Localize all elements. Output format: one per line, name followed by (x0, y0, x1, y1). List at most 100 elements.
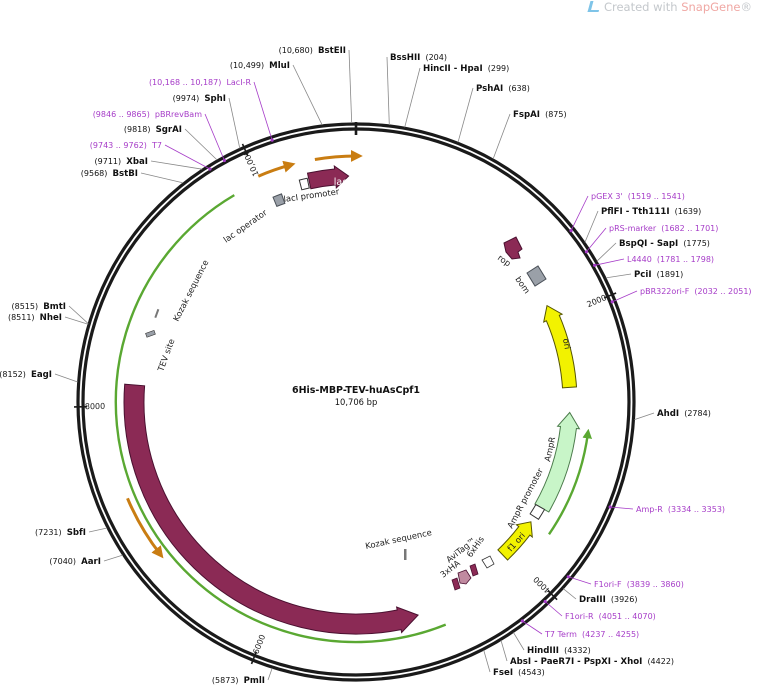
site-leader-bstbi (140, 172, 184, 184)
site-leader-pshai (457, 87, 474, 143)
ori-label: ori (561, 338, 573, 350)
primer-leader-f1ori-r (544, 601, 563, 617)
primer-leader-pbrrevbam (204, 113, 225, 161)
site-label-draiii[interactable]: DraIII (3926) (579, 587, 637, 606)
primer-label-f1ori-f[interactable]: F1ori-F (3839 .. 3860) (594, 572, 684, 591)
primer-label-pbr322ori-f[interactable]: pBR322ori-F (2032 .. 2051) (640, 279, 752, 298)
site-label-bsshii[interactable]: BssHII (204) (390, 45, 447, 64)
6xhis-tag-feature[interactable] (469, 563, 479, 577)
site-leader-xbai (150, 160, 203, 170)
site-label-sphi[interactable]: (9974) SphI (173, 86, 226, 105)
kozak-sequence-top-label: Kozak sequence (171, 258, 211, 323)
primer-label-pgex3[interactable]: pGEX 3' (1519 .. 1541) (591, 184, 685, 203)
kozak-sequence-bottom-feature[interactable] (404, 549, 407, 560)
watermark-brand: SnapGene (681, 0, 741, 14)
laci-promoter-direction-arrow (257, 160, 296, 178)
tick-label: 8000 (85, 402, 106, 411)
primer-leader-amp-r (610, 506, 634, 510)
site-leader-fsei (483, 649, 491, 673)
bom-feature[interactable] (526, 265, 547, 287)
site-label-absi[interactable]: AbsI - PaeR7I - PspXI - XhoI (4422) (510, 649, 674, 668)
ampr-promoter-feature[interactable] (529, 503, 546, 520)
site-label-nhei[interactable]: (8511) NheI (8, 305, 62, 324)
tev-site-feature[interactable] (145, 330, 156, 338)
primer-label-prs-marker[interactable]: pRS-marker (1682 .. 1701) (609, 216, 718, 235)
primer-marker-l4440 (593, 263, 597, 267)
site-label-pmli[interactable]: (5873) PmlI (212, 668, 265, 687)
tick-mark (241, 143, 249, 157)
laci-direction-arrow (314, 149, 363, 162)
ampr-direction-arrow (548, 428, 593, 535)
site-label-sgrai[interactable]: (9818) SgrAI (124, 117, 182, 136)
primer-leader-t7-term (522, 620, 543, 635)
kozak-sequence-top-feature[interactable] (154, 308, 160, 319)
site-label-eagi[interactable]: (8152) EagI (0, 362, 52, 381)
site-leader-pflfi (584, 210, 599, 243)
site-leader-aari (103, 554, 123, 562)
primer-label-laci-r[interactable]: (10,168 .. 10,187) LacI-R (149, 70, 252, 89)
lac-operator-feature[interactable] (272, 193, 286, 208)
site-label-aari[interactable]: (7040) AarI (49, 549, 101, 568)
ascpf1-feature-arrow[interactable] (123, 383, 419, 635)
primer-labels: (10,168 .. 10,187) LacI-R (9846 .. 9865)… (90, 70, 752, 641)
primer-label-pbrrevbam[interactable]: (9846 .. 9865) pBRrevBam (93, 102, 203, 121)
laci-feature-arrow[interactable] (306, 164, 350, 190)
laci-promoter-feature[interactable] (298, 177, 310, 191)
primer-lines (164, 81, 638, 635)
site-label-pcii[interactable]: PciI (1891) (634, 262, 683, 281)
tick-mark (603, 292, 617, 299)
site-label-xbai[interactable]: (9711) XbaI (95, 149, 148, 168)
site-leader-bmti (68, 305, 89, 324)
site-label-fsei[interactable]: FseI (4543) (493, 660, 545, 679)
site-label-bsteii[interactable]: (10,680) BstEII (279, 38, 346, 57)
site-label-bspqi[interactable]: BspQI - SapI (1775) (619, 231, 710, 250)
ampr-feature-arrow[interactable] (534, 411, 581, 513)
primer-leader-prs-marker (586, 227, 607, 253)
site-leader-sgrai (184, 128, 218, 161)
tag-linker-feature[interactable] (481, 555, 495, 569)
primer-leader-pgex3 (570, 195, 589, 231)
primer-marker-amp-r (608, 505, 612, 509)
plasmid-name: 6His-MBP-TEV-huAsCpf1 (292, 385, 420, 396)
f1-ori-feature-arrow[interactable] (497, 521, 533, 561)
site-label-hincii[interactable]: HincII - HpaI (299) (423, 56, 509, 75)
tick-label: 4000 (532, 575, 553, 596)
tev-site-label: TEV site (155, 337, 176, 373)
watermark-suffix: ® (740, 0, 753, 14)
primer-marker-pbr322ori-f (610, 300, 614, 304)
site-leader-sphi (228, 97, 241, 149)
site-label-bstbi[interactable]: (9568) BstBI (81, 161, 138, 180)
primer-label-t7[interactable]: (9743 .. 9762) T7 (90, 133, 162, 152)
ori-feature-arrow[interactable] (543, 304, 578, 389)
site-label-sbfi[interactable]: (7231) SbfI (35, 520, 86, 539)
primer-label-f1ori-r[interactable]: F1ori-R (4051 .. 4070) (565, 604, 656, 623)
primer-label-t7-term[interactable]: T7 Term (4237 .. 4255) (544, 622, 639, 641)
site-leader-sbfi (88, 527, 108, 533)
site-label-fspai[interactable]: FspAI (875) (513, 102, 567, 121)
primer-label-l4440[interactable]: L4440 (1781 .. 1798) (627, 247, 714, 266)
site-leader-mlui (292, 64, 323, 126)
primer-label-amp-r[interactable]: Amp-R (3334 .. 3353) (636, 497, 725, 516)
rop-feature-arrow[interactable] (503, 236, 523, 260)
primer-marker-prs-marker (584, 250, 589, 254)
restriction-site-labels: (10,680) BstEII (10,499) MluI (9974) Sph… (0, 38, 711, 687)
avitag-feature[interactable] (457, 569, 472, 585)
plasmid-size: 10,706 bp (335, 397, 378, 407)
3xha-tag-feature[interactable] (451, 577, 461, 591)
site-label-bmti[interactable]: (8515) BmtI (11, 294, 66, 313)
site-label-mlui[interactable]: (10,499) MluI (230, 53, 290, 72)
site-label-hindiii[interactable]: HindIII (4332) (527, 638, 591, 657)
site-label-pflfi[interactable]: PflFI - Tth111I (1639) (601, 199, 701, 218)
site-label-ahdi[interactable]: AhdI (2784) (657, 401, 711, 420)
tick-mark (547, 590, 558, 601)
site-leader-eagi (54, 373, 78, 383)
primer-marker-f1ori-f (566, 575, 570, 579)
primer-leader-pbr322ori-f (612, 290, 638, 303)
site-leader-pcii (605, 273, 632, 279)
site-label-pshai[interactable]: PshAI (638) (476, 76, 530, 95)
watermark-prefix: Created with (603, 0, 682, 14)
site-leader-ahdi (634, 412, 655, 420)
primer-marker-t7 (208, 167, 212, 171)
